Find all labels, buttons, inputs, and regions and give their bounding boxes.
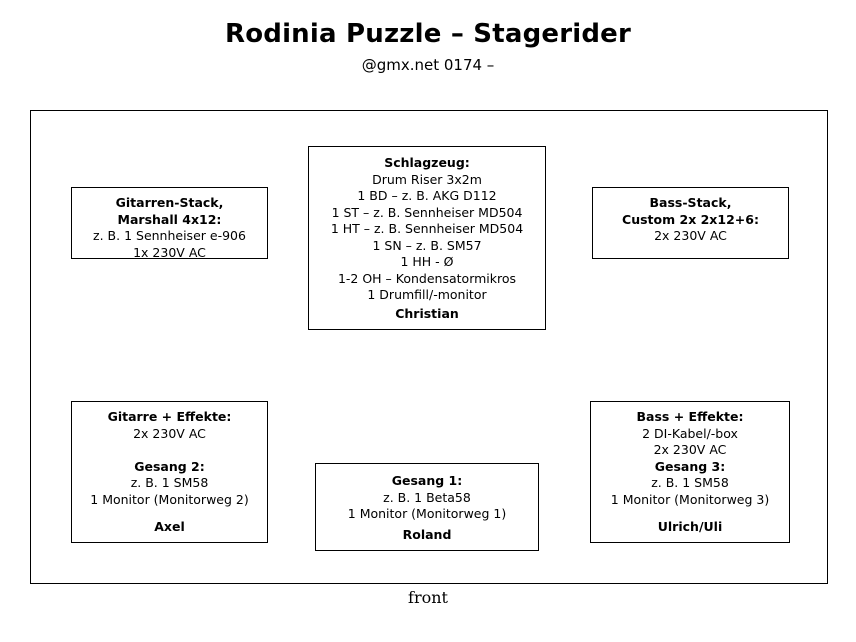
equipment-detail-line: 1 Drumfill/-monitor — [367, 287, 487, 302]
equipment-detail-line: 1 Monitor (Monitorweg 2) — [90, 491, 249, 507]
document-header: Rodinia Puzzle – Stagerider @gmx.net 017… — [0, 0, 856, 74]
equipment-detail-line: 1-2 OH – Kondensatormikros — [337, 270, 517, 286]
equipment-owner-name: Roland — [402, 526, 452, 542]
equipment-detail-line: z. B. 1 SM58 — [130, 475, 209, 490]
stage-front-label: front — [408, 588, 448, 607]
equipment-box-guitar-stack[interactable]: Gitarren-Stack,Marshall 4x12:z. B. 1 Sen… — [71, 187, 268, 260]
equipment-heading: Gitarren-Stack, — [115, 195, 224, 210]
equipment-detail-line: 1 Monitor (Monitorweg 1) — [347, 506, 507, 521]
equipment-heading: Gesang 1: — [391, 473, 463, 488]
equipment-detail-line: 2x 230V AC — [653, 442, 727, 457]
equipment-detail-line: 1x 230V AC — [133, 244, 206, 260]
equipment-heading: Gesang 3: — [654, 458, 726, 474]
equipment-detail-line: 1 BD – z. B. AKG D112 — [357, 188, 497, 203]
equipment-detail-line: 1 Monitor (Monitorweg 3) — [610, 491, 770, 507]
equipment-heading: Gitarre + Effekte: — [107, 409, 232, 424]
equipment-detail-line: z. B. 1 Beta58 — [383, 489, 471, 505]
equipment-heading: Gesang 2: — [134, 458, 205, 474]
equipment-detail-line: 1 ST – z. B. Sennheiser MD504 — [331, 204, 523, 220]
equipment-detail-line: 1 SN – z. B. SM57 — [372, 237, 482, 253]
stage-outline: Gitarren-Stack,Marshall 4x12:z. B. 1 Sen… — [30, 110, 828, 584]
equipment-detail-line: 1 HT – z. B. Sennheiser MD504 — [330, 221, 524, 236]
equipment-owner-name: Axel — [154, 518, 185, 534]
equipment-detail-line — [72, 442, 267, 459]
equipment-heading: Bass-Stack, — [649, 195, 732, 210]
equipment-heading: Bass + Effekte: — [636, 409, 744, 424]
equipment-detail-line: 2 DI-Kabel/-box — [642, 425, 738, 441]
page-title: Rodinia Puzzle – Stagerider — [224, 19, 632, 49]
equipment-detail-line: 1 HH - Ø — [400, 254, 454, 269]
equipment-detail-line: 2x 230V AC — [133, 425, 206, 441]
equipment-detail-line: z. B. 1 SM58 — [651, 475, 729, 490]
equipment-box-bass-stack[interactable]: Bass-Stack,Custom 2x 2x12+6:2x 230V AC — [592, 187, 789, 259]
page-subtitle: @gmx.net 0174 – — [361, 55, 495, 74]
equipment-detail-line: z. B. 1 Sennheiser e-906 — [93, 228, 246, 243]
equipment-heading: Marshall 4x12: — [117, 211, 222, 227]
equipment-heading: Custom 2x 2x12+6: — [622, 211, 759, 227]
equipment-detail-line: 2x 230V AC — [654, 228, 727, 243]
equipment-owner-name: Ulrich/Uli — [657, 518, 723, 534]
equipment-box-guitar-effects[interactable]: Gitarre + Effekte:2x 230V AC Gesang 2:z. … — [71, 401, 268, 543]
equipment-heading: Schlagzeug: — [384, 155, 470, 170]
equipment-owner-name: Christian — [395, 305, 459, 321]
equipment-detail-line: Drum Riser 3x2m — [372, 171, 482, 187]
